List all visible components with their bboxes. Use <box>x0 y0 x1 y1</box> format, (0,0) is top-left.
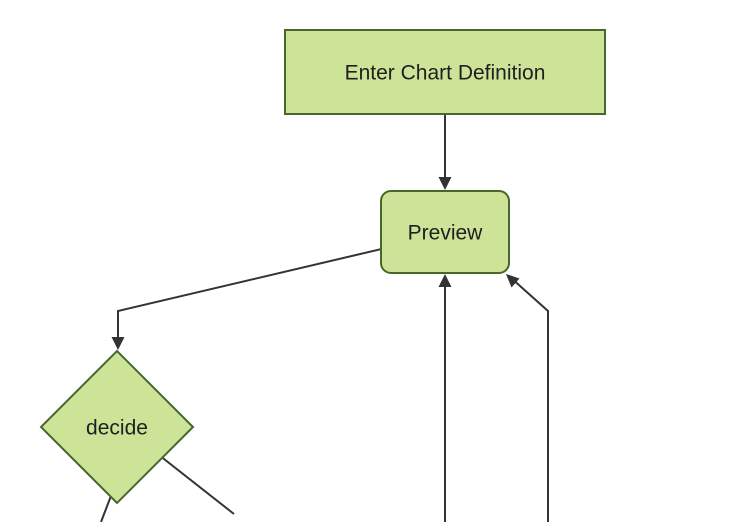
arrowhead-down-icon <box>111 337 125 350</box>
node-label: Preview <box>408 222 484 245</box>
node-preview: Preview <box>380 190 510 274</box>
rectangle-shape <box>284 29 606 115</box>
arrowhead-down-icon <box>438 177 452 190</box>
node-label: Enter Chart Definition <box>345 62 546 85</box>
node-decide: decide <box>39 349 195 505</box>
arrowhead-up-left-icon <box>506 274 520 288</box>
rounded-rectangle-shape <box>380 190 510 274</box>
edge-bottom-right-to-preview <box>509 276 549 522</box>
edge-preview-to-decide <box>117 246 391 339</box>
node-enter-chart-definition: Enter Chart Definition <box>284 29 606 115</box>
arrowhead-up-icon <box>438 274 452 287</box>
edge-decide-to-offscreen-right <box>149 447 235 515</box>
edge-layer <box>100 114 549 522</box>
node-label: decide <box>86 417 148 440</box>
diamond-shape <box>39 349 195 505</box>
